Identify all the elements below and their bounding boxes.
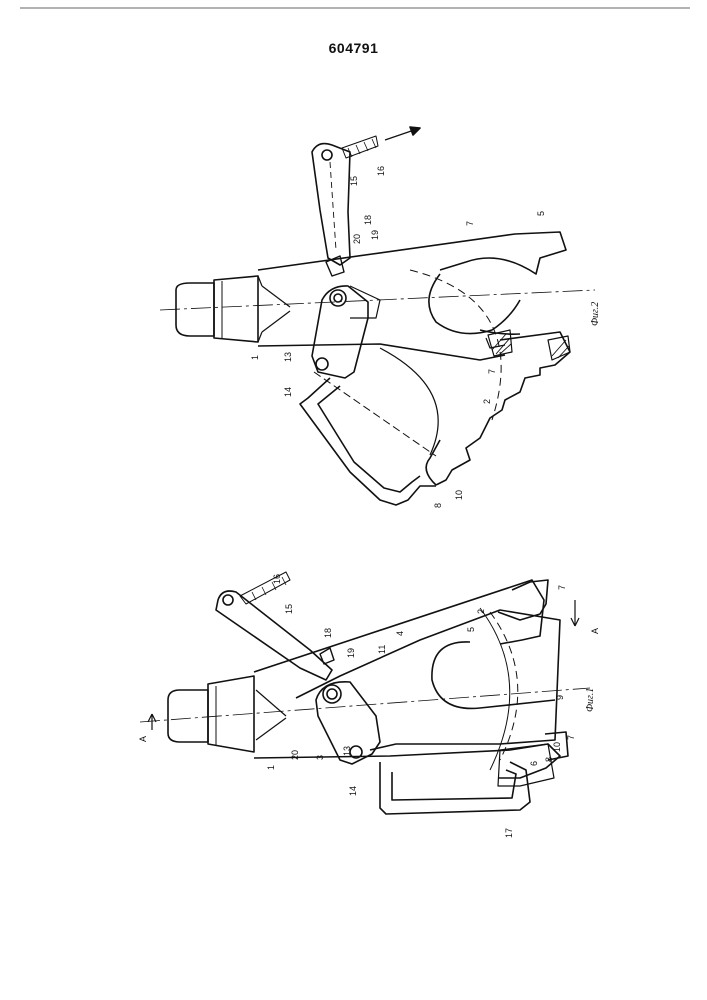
fig1-section-a-left: A xyxy=(138,736,148,742)
fig1-label-6: 6 xyxy=(529,761,539,766)
fig2-label-7b: 7 xyxy=(487,369,497,374)
fig2-segment xyxy=(380,270,570,485)
fig2-label-8: 8 xyxy=(433,503,443,508)
fig1-label-16: 16 xyxy=(272,574,282,584)
fig1-label-8: 8 xyxy=(544,757,554,762)
figure-2 xyxy=(160,127,595,505)
fig1-label-3: 3 xyxy=(315,755,325,760)
fig2-label-13: 13 xyxy=(283,352,293,362)
fig1-housing xyxy=(168,580,568,786)
fig1-label-2: 2 xyxy=(476,609,486,614)
fig2-axis xyxy=(160,290,595,310)
fig1-label-11: 11 xyxy=(377,645,387,654)
fig2-label-1: 1 xyxy=(250,355,260,360)
fig1-label-19: 19 xyxy=(346,648,356,658)
fig1-label-1: 1 xyxy=(266,765,276,770)
fig2-label-14: 14 xyxy=(283,387,293,397)
figure-2-labels: 1 2 5 7 7 8 10 13 14 15 16 18 19 20 Фиг.… xyxy=(250,166,601,508)
fig2-label-10: 10 xyxy=(454,490,464,500)
fig1-label-13: 13 xyxy=(342,746,352,756)
fig2-lever xyxy=(312,127,420,276)
fig1-label-4: 4 xyxy=(395,631,405,636)
figure-1 xyxy=(140,572,590,814)
fig2-label-7a: 7 xyxy=(465,221,475,226)
fig1-label-10: 10 xyxy=(552,742,562,752)
fig2-label-19: 19 xyxy=(370,230,380,240)
fig1-label-15: 15 xyxy=(284,604,294,614)
fig2-caption: Фиг.2 xyxy=(590,302,601,326)
fig1-caption: Фиг.1 xyxy=(585,688,596,712)
fig2-linkage xyxy=(300,286,436,505)
fig2-label-2: 2 xyxy=(482,399,492,404)
fig1-lever xyxy=(216,572,334,680)
fig1-label-20: 20 xyxy=(290,750,300,760)
fig1-label-5: 5 xyxy=(466,627,476,632)
fig1-label-7b: 7 xyxy=(566,735,576,740)
fig1-label-18: 18 xyxy=(323,628,333,638)
fig2-label-16: 16 xyxy=(376,166,386,176)
fig2-label-20: 20 xyxy=(352,234,362,244)
fig1-section-a-right: A xyxy=(590,628,600,634)
fig1-label-14: 14 xyxy=(348,786,358,796)
fig1-label-9: 9 xyxy=(555,695,565,700)
fig2-label-15: 15 xyxy=(349,176,359,186)
fig1-label-7a: 7 xyxy=(557,585,567,590)
fig2-label-18: 18 xyxy=(363,215,373,225)
fig1-label-17: 17 xyxy=(504,828,514,838)
fig2-label-5: 5 xyxy=(536,211,546,216)
